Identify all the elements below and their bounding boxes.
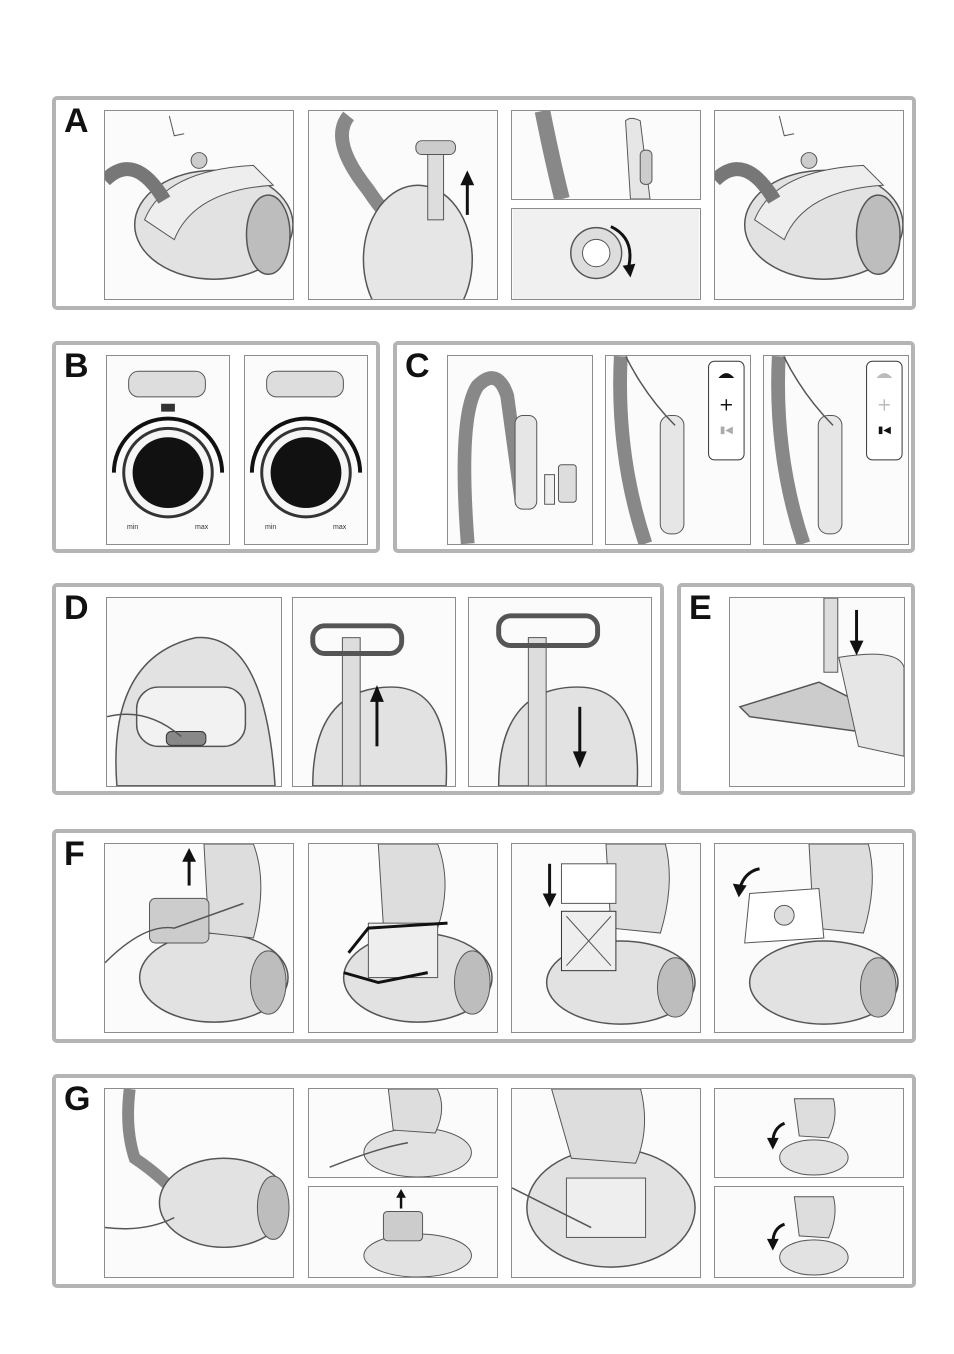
illustration-panel: + ▮◀ [605,355,751,545]
section-f: F [52,829,916,1043]
vacuum-illustration [105,1089,293,1277]
skip-back-icon: ▮◀ [720,425,733,436]
bag-removal-illustration [309,1187,497,1277]
vacuum-handle-illustration [293,598,455,786]
section-letter: C [405,349,430,383]
illustration-panel [308,110,498,300]
plus-icon: + [877,396,892,416]
illustration-panel [292,597,456,787]
illustration-panel [447,355,593,545]
hose-handle-illustration [512,111,700,199]
section-letter: B [64,349,89,383]
filter-frame-illustration [309,844,497,1032]
dust-bag-illustration [715,844,903,1032]
illustration-panel [106,597,282,787]
plus-icon: + [719,396,734,416]
section-letter: E [689,591,712,625]
section-g: G [52,1074,916,1288]
section-letter: A [64,104,89,138]
vacuum-illustration [105,111,293,299]
filter-insert-illustration [512,844,700,1032]
illustration-panel [511,208,701,300]
power-dial-icon [107,356,229,544]
illustration-panel: min max [244,355,368,545]
rotate-arrow-icon [767,1224,785,1250]
vacuum-illustration [715,111,903,299]
arrow-up-icon [182,848,196,886]
hose-handle-illustration: + ▮◀ [606,356,750,544]
nozzle-illustration [730,598,904,786]
bag-removal-illustration [105,844,293,1032]
section-a: A [52,96,916,310]
filter-cleaning-illustration [512,1089,700,1277]
section-b: B min max min max [52,341,380,553]
bag-removal-illustration [309,1089,497,1177]
lid-closing-illustration [715,1089,903,1177]
arrow-up-icon [396,1189,406,1209]
illustration-panel [104,110,294,300]
illustration-panel [511,1088,701,1278]
hose-handle-illustration: + ▮◀ [764,356,908,544]
vacuum-upright-illustration [309,111,497,299]
lid-closing-illustration [715,1187,903,1277]
arrow-up-icon [460,170,474,215]
hose-handle-illustration [448,356,592,544]
illustration-panel [308,843,498,1033]
illustration-panel [308,1088,498,1178]
illustration-panel [714,843,904,1033]
illustration-panel [468,597,652,787]
arrow-down-icon [850,610,864,655]
illustration-panel [511,843,701,1033]
illustration-panel [511,110,701,200]
section-letter: G [64,1082,90,1116]
dial-max-label: max [195,524,208,531]
dial-max-label: max [333,524,346,531]
vacuum-handle-illustration [107,598,281,786]
section-letter: F [64,837,85,871]
section-d: D [52,583,664,795]
vacuum-handle-illustration [469,598,651,786]
illustration-panel: + ▮◀ [763,355,909,545]
arrow-down-icon [543,864,557,908]
cord-rewind-illustration [512,209,700,299]
illustration-panel [729,597,905,787]
illustration-panel [714,1186,904,1278]
power-dial-icon [245,356,367,544]
dial-min-label: min [127,524,138,531]
illustration-panel [714,1088,904,1178]
rotate-arrow-icon [767,1123,785,1149]
illustration-panel: min max [106,355,230,545]
illustration-panel [104,843,294,1033]
dial-min-label: min [265,524,276,531]
illustration-panel [308,1186,498,1278]
section-letter: D [64,591,89,625]
skip-back-icon: ▮◀ [878,425,891,436]
illustration-panel [104,1088,294,1278]
illustration-panel [714,110,904,300]
section-e: E [677,583,915,795]
section-c: C + ▮◀ + ▮◀ [393,341,915,553]
